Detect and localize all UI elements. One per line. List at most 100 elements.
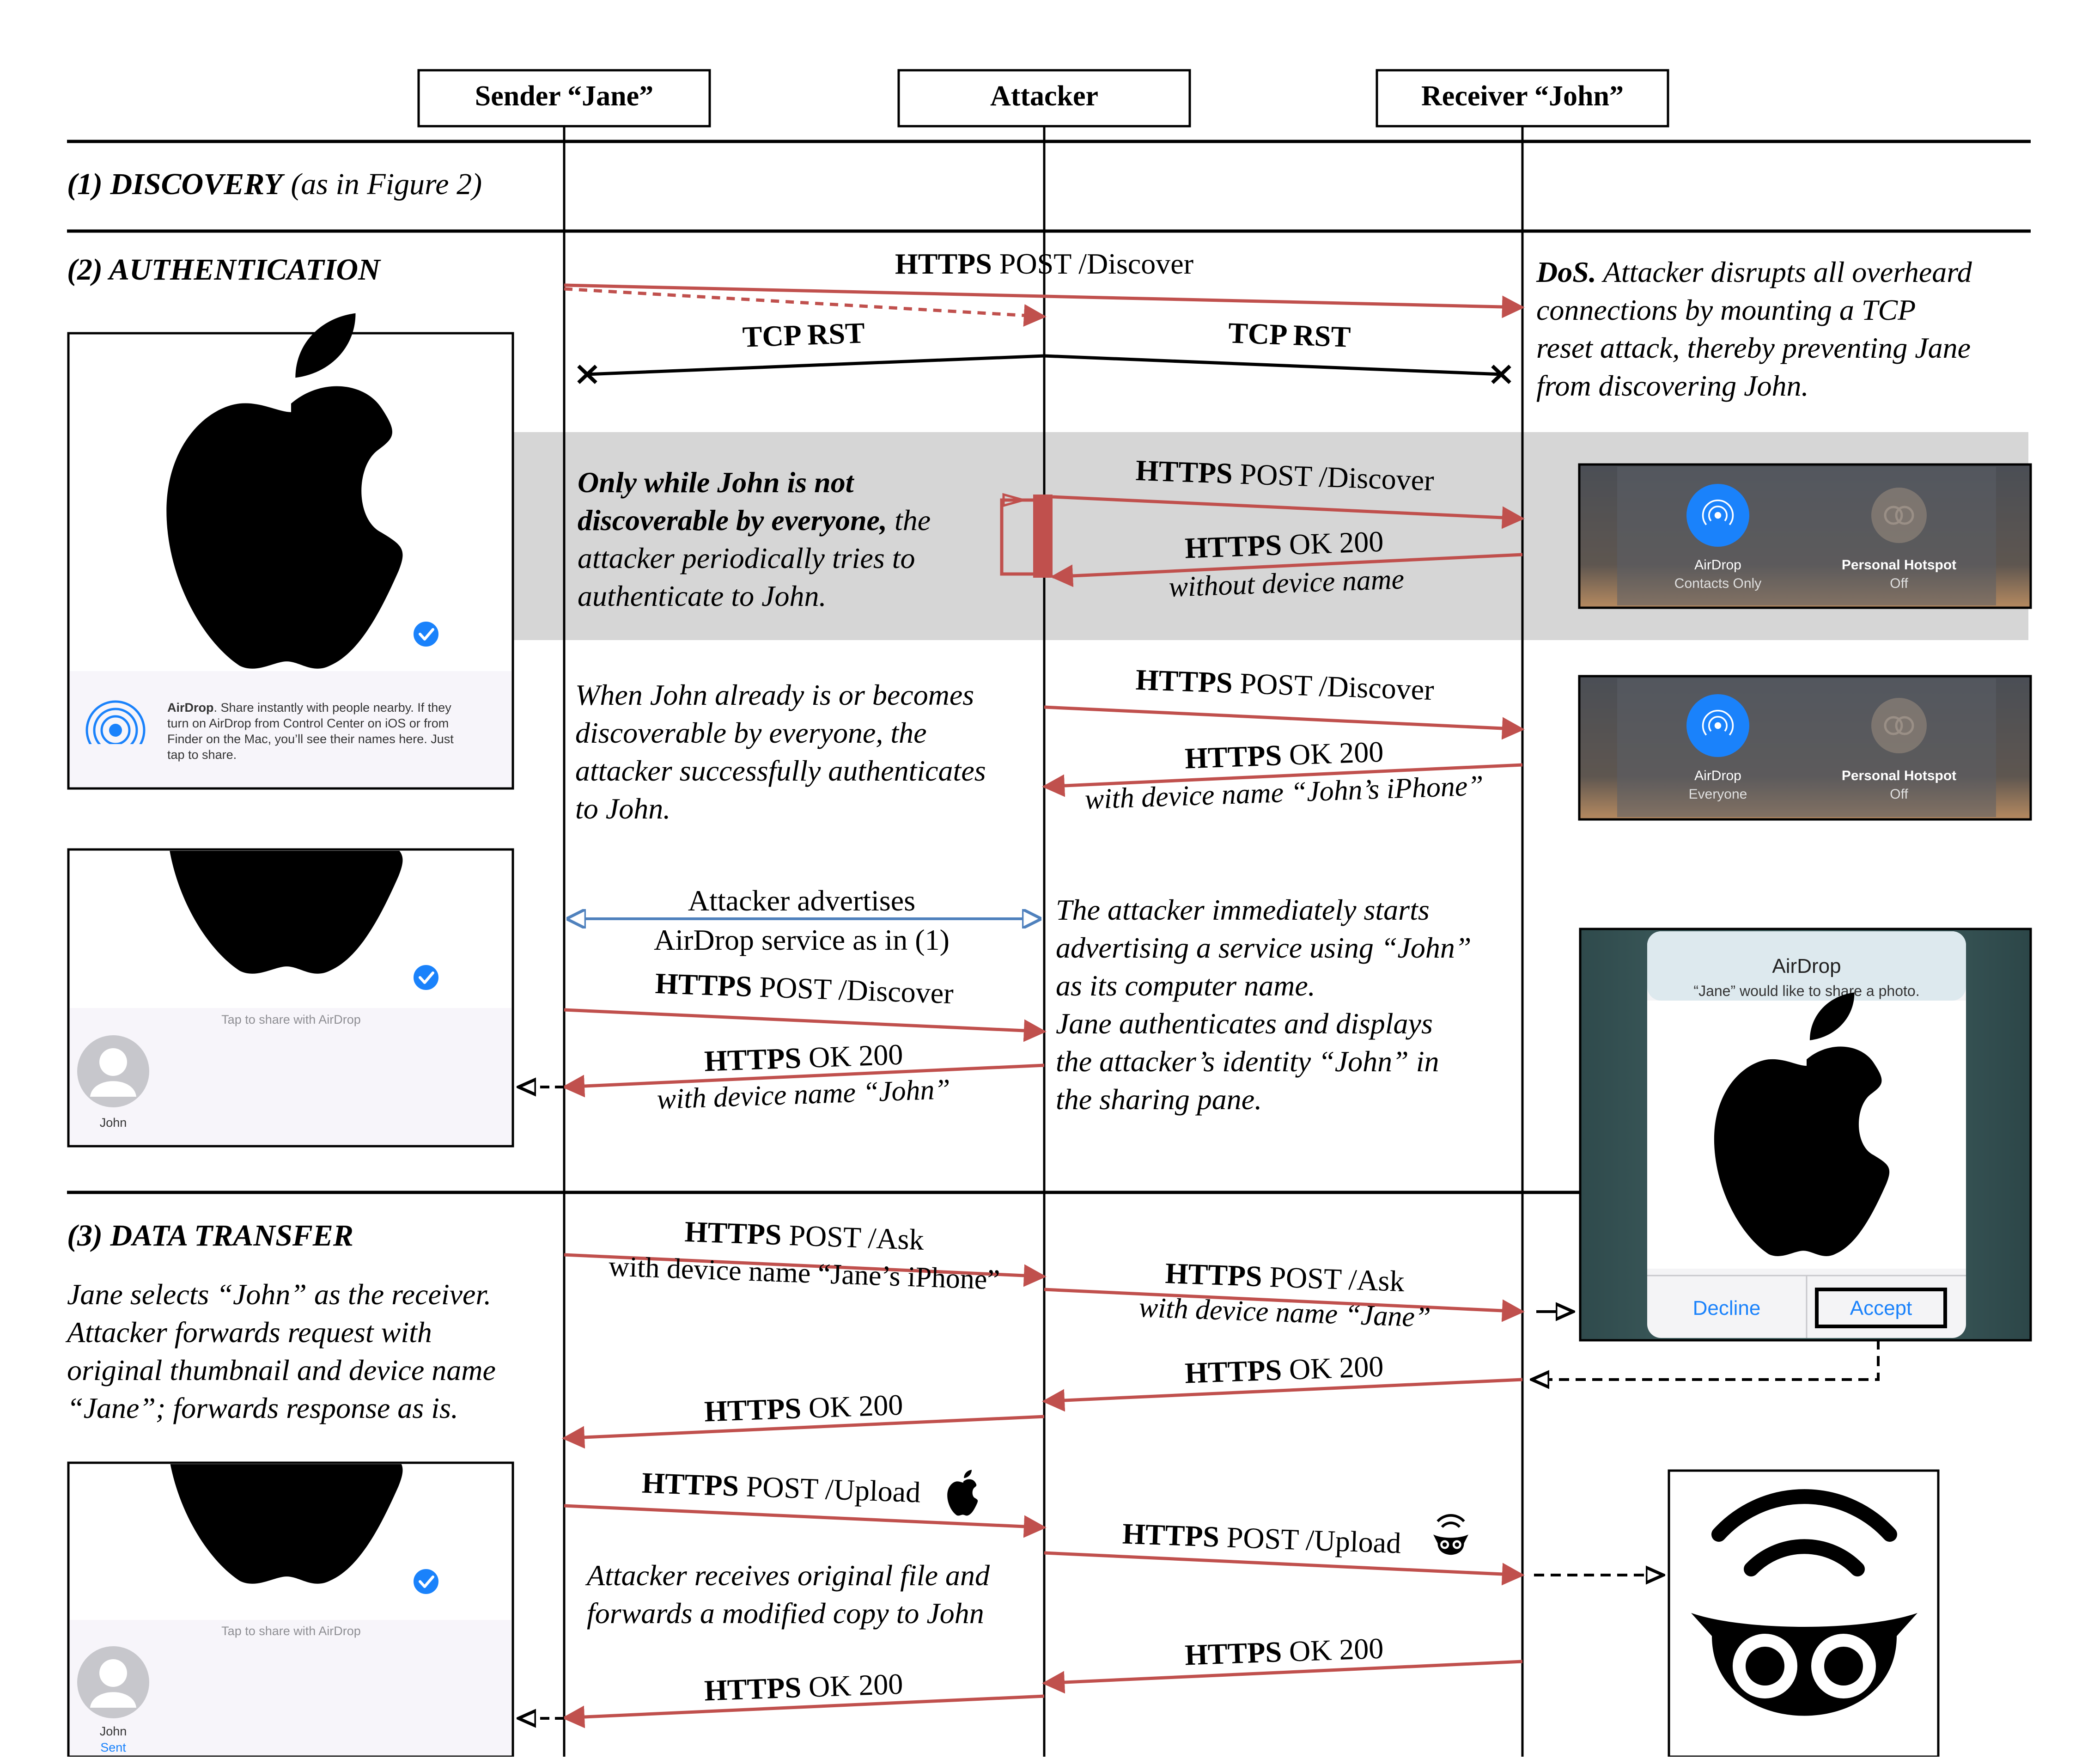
ask-ok-right-label: HTTPS OK 200 <box>1184 1350 1384 1390</box>
tcp-rst-lines <box>586 354 1502 376</box>
upload-right-arrow <box>1044 1551 1525 1586</box>
periodic-ok-arrow <box>1050 553 1523 587</box>
success-ok-label: HTTPS OK 200 <box>1184 735 1384 775</box>
sent-status: Sent <box>100 1741 126 1754</box>
jane-ok-arrow <box>562 1063 1045 1098</box>
periodic-note-line3: attacker periodically tries to <box>578 542 915 574</box>
upload-right-label: HTTPS POST /Upload <box>1122 1517 1401 1560</box>
advertising-note-line1: The attacker immediately starts <box>1056 893 1430 926</box>
upload-note-line1: Attacker receives original file and <box>585 1559 990 1592</box>
section-data-transfer: (3) DATA TRANSFER <box>67 1219 353 1252</box>
success-ok-sub: with device name “John’s iPhone” <box>1084 770 1484 815</box>
dos-note-line4: from discovering John. <box>1536 369 1809 402</box>
contact-avatar-john[interactable] <box>77 1035 149 1107</box>
sender-label: Sender “Jane” <box>475 80 653 112</box>
success-note-line2: discoverable by everyone, the <box>575 716 927 749</box>
owl-icon <box>1691 1489 1917 1716</box>
ask-right-label: HTTPS POST /Ask <box>1165 1257 1405 1298</box>
advertise-label-line1: Attacker advertises <box>688 884 915 917</box>
periodic-ok-label: HTTPS OK 200 <box>1184 525 1384 565</box>
periodic-discover-label: HTTPS POST /Discover <box>1135 454 1435 497</box>
accept-pointer <box>1532 1323 1880 1380</box>
selected-check-icon <box>412 620 440 648</box>
contact-name-john-3: John <box>100 1724 127 1738</box>
modified-file-preview <box>1668 1469 1940 1758</box>
tap-to-share-hint-3: Tap to share with AirDrop <box>221 1624 361 1638</box>
transfer-note-line2: Attacker forwards request with <box>65 1316 432 1349</box>
ask-ok-right-arrow <box>1042 1378 1523 1412</box>
jane-discover-label: HTTPS POST /Discover <box>655 967 954 1010</box>
advertising-note-line5: the attacker’s identity “John” in <box>1056 1045 1439 1078</box>
jane-ok-label: HTTPS OK 200 <box>704 1038 903 1078</box>
advertising-note-line6: the sharing pane. <box>1056 1083 1262 1116</box>
modified-file-icon <box>1433 1515 1468 1555</box>
upload-note-line2: forwards a modified copy to John <box>587 1597 984 1630</box>
tcp-rst-cross-sender <box>577 365 597 384</box>
accept-highlight <box>1815 1288 1947 1328</box>
dos-note-line1: DoS. Attacker disrupts all overheard <box>1536 256 1972 288</box>
periodic-discover-arrow <box>1052 495 1525 529</box>
ask-ok-left-arrow <box>562 1415 1045 1449</box>
selected-check-icon-2 <box>412 964 440 991</box>
airdrop-label-2: AirDrop <box>1694 768 1741 783</box>
hotspot-toggle[interactable] <box>1871 488 1927 543</box>
airdrop-prompt-screenshot: AirDrop “Jane” would like to share a pho… <box>1579 928 2032 1342</box>
periodic-note-line1: Only while John is not <box>578 466 855 499</box>
upload-ok-left-arrow <box>562 1694 1045 1728</box>
periodic-loop <box>1000 498 1033 576</box>
alert-title: AirDrop <box>1772 955 1841 977</box>
contact-avatar-john-3[interactable] <box>77 1646 149 1718</box>
contact-name-john: John <box>100 1116 127 1130</box>
success-discover-label: HTTPS POST /Discover <box>1135 663 1435 707</box>
attacker-box <box>897 69 1191 128</box>
dos-note-line3: reset attack, thereby preventing Jane <box>1536 331 1971 364</box>
airdrop-state-2: Everyone <box>1689 787 1747 802</box>
airdrop-help-line1: AirDrop. Share instantly with people nea… <box>167 701 451 715</box>
airdrop-help-line2: turn on AirDrop from Control Center on i… <box>167 716 449 730</box>
attacker-label: Attacker <box>990 80 1098 112</box>
success-note-line4: to John. <box>575 792 670 825</box>
periodic-note-line2: discoverable by everyone, the <box>578 504 931 537</box>
decline-button[interactable]: Decline <box>1693 1297 1761 1319</box>
upload-ok-right-label: HTTPS OK 200 <box>1184 1632 1384 1672</box>
airdrop-label: AirDrop <box>1694 557 1741 573</box>
transfer-note-line1: Jane selects “John” as the receiver. <box>67 1278 491 1311</box>
advertising-note-line2: advertising a service using “John” <box>1056 931 1471 964</box>
receiver-label: Receiver “John” <box>1421 80 1624 112</box>
success-discover-arrow <box>1044 705 1525 740</box>
share-sheet-screenshot-2: Tap to share with AirDrop John <box>67 848 514 1148</box>
advertising-note-line4: Jane authenticates and displays <box>1056 1007 1433 1040</box>
airdrop-rings-icon <box>83 700 148 767</box>
upload-ok-right-arrow <box>1042 1660 1523 1694</box>
auth-discover-arrow <box>564 283 1525 318</box>
hotspot-toggle-2[interactable] <box>1871 698 1927 753</box>
auth-discover-label: HTTPS POST /Discover <box>895 247 1193 280</box>
tcp-rst-right-label: TCP RST <box>1228 316 1351 353</box>
upload-left-arrow <box>564 1504 1047 1538</box>
sender-box <box>417 69 711 128</box>
accept-button[interactable]: Accept <box>1850 1297 1912 1319</box>
upload-left-label: HTTPS POST /Upload <box>641 1466 921 1509</box>
section-authentication: (2) AUTHENTICATION <box>67 253 381 287</box>
tap-to-share-hint: Tap to share with AirDrop <box>221 1013 361 1026</box>
ask-left-label: HTTPS POST /Ask <box>684 1215 925 1256</box>
jane-discover-arrow <box>564 1008 1047 1042</box>
hotspot-state: Off <box>1890 576 1908 591</box>
hotspot-state-2: Off <box>1890 787 1908 802</box>
ask-right-sub: with device name “Jane” <box>1138 1292 1431 1333</box>
airdrop-state: Contacts Only <box>1674 576 1761 591</box>
control-center-contacts-only: AirDrop Contacts Only Personal Hotspot O… <box>1578 463 2032 609</box>
advertise-label-line2: AirDrop service as in (1) <box>654 923 950 956</box>
dos-note-line2: connections by mounting a TCP <box>1536 293 1916 326</box>
ask-ok-left-label: HTTPS OK 200 <box>704 1388 903 1428</box>
success-ok-arrow <box>1042 763 1523 797</box>
ask-left-sub: with device name “Jane’s iPhone” <box>608 1251 1000 1296</box>
periodic-loop-head <box>1002 493 1028 507</box>
share-sheet-screenshot-3: Tap to share with AirDrop John Sent <box>67 1461 514 1758</box>
original-file-icon <box>947 1470 978 1516</box>
alert-message: “Jane” would like to share a photo. <box>1693 983 1919 999</box>
auth-discover-overheard-arrow <box>564 287 1047 327</box>
hotspot-label: Personal Hotspot <box>1842 557 1956 573</box>
